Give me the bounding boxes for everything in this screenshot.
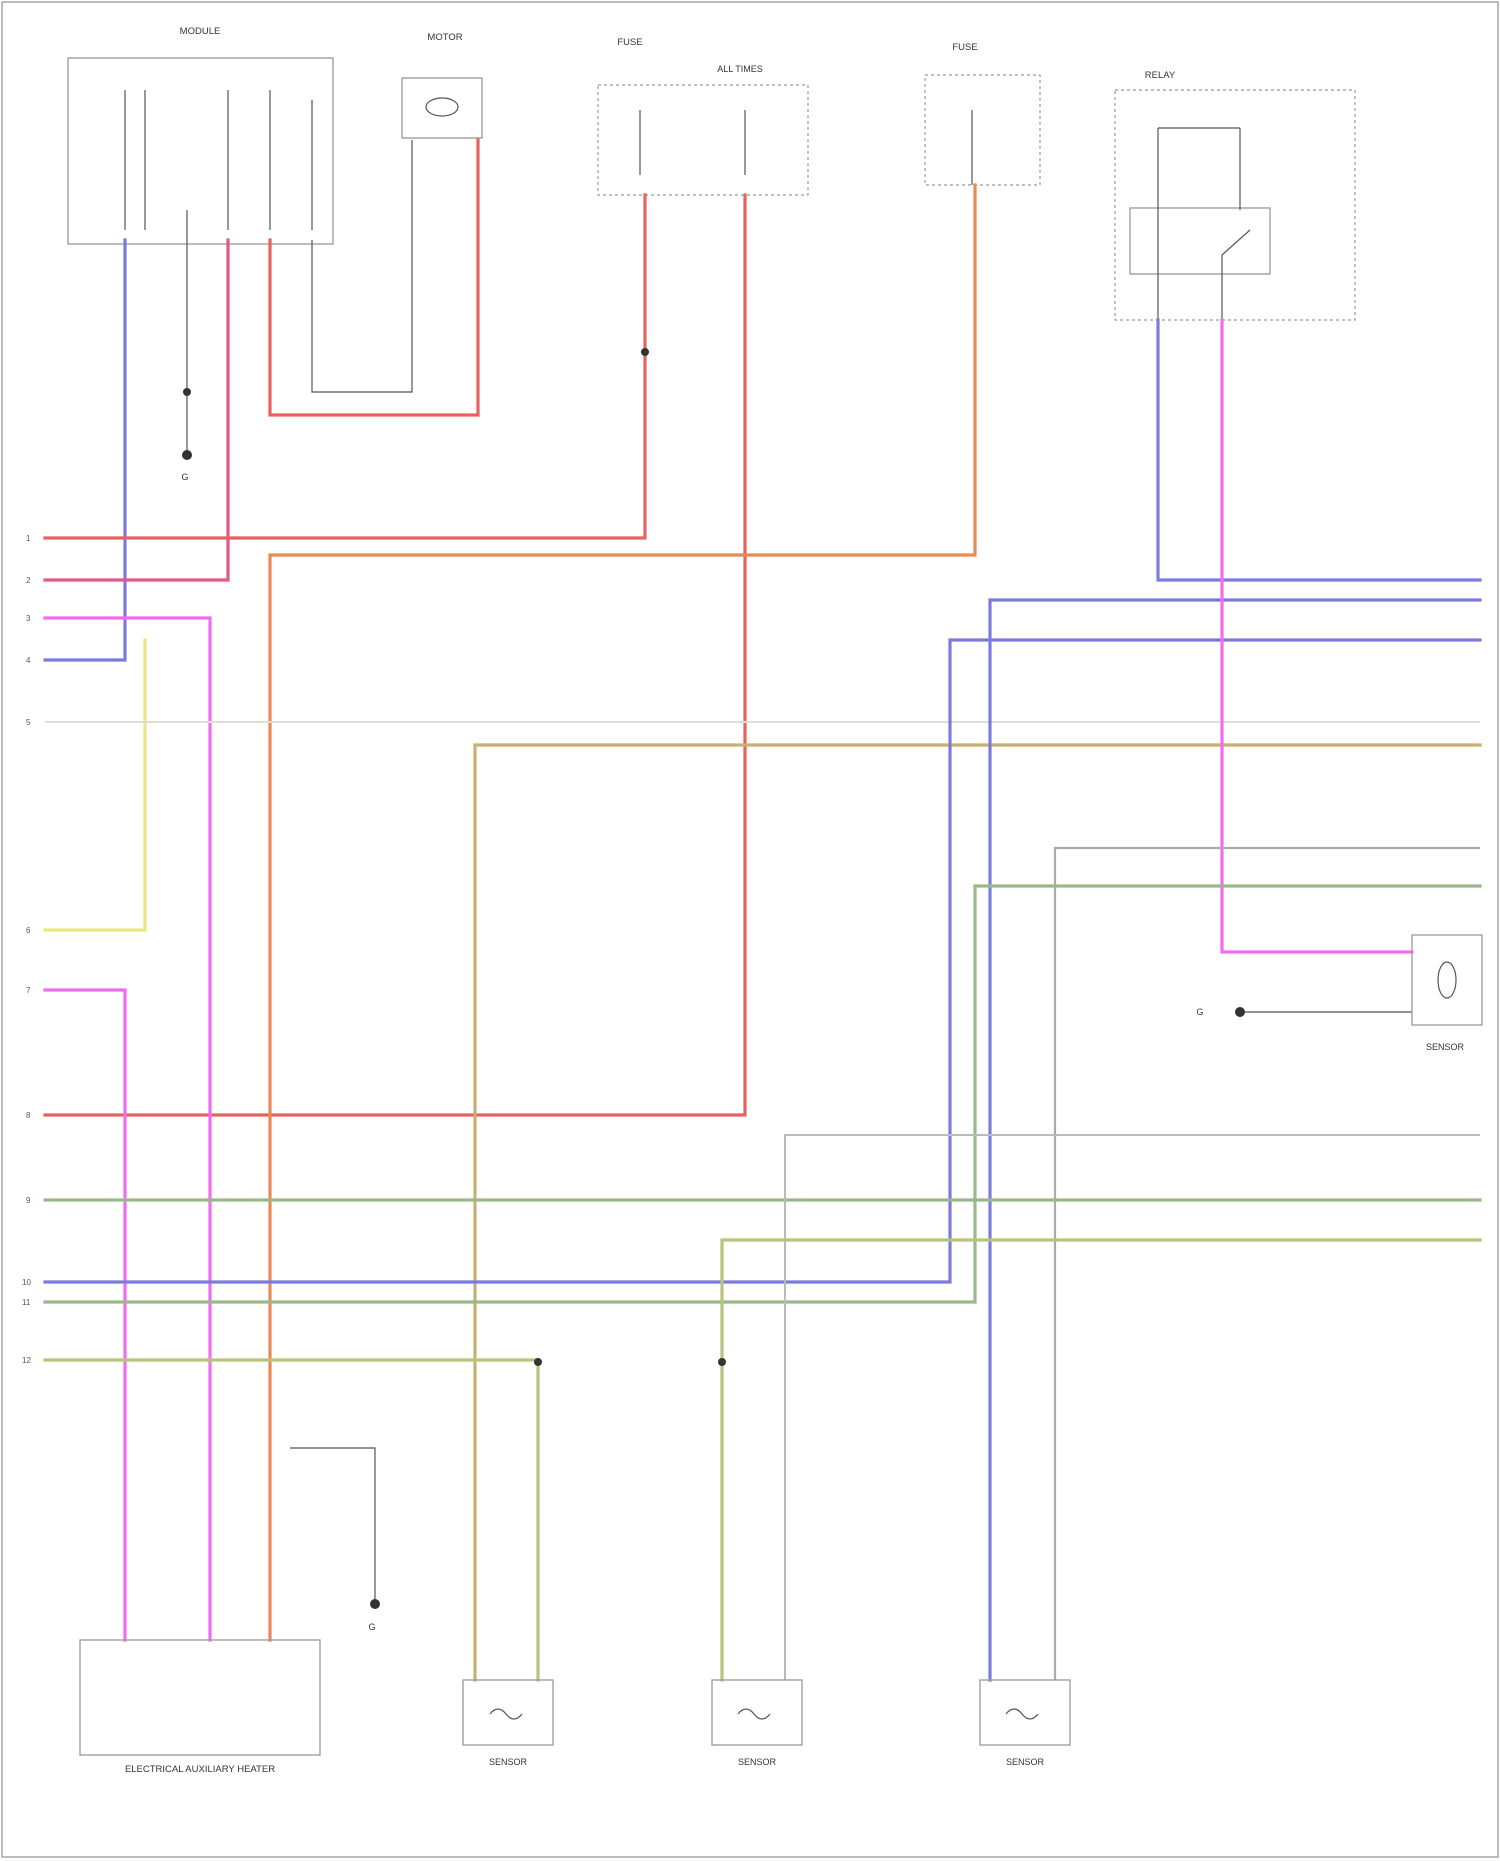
fuse-block-center: FUSE ALL TIMES bbox=[598, 37, 808, 195]
pin-label: 1 bbox=[26, 534, 31, 543]
wire-heater-ground bbox=[290, 1448, 375, 1600]
fuse-block-right: FUSE bbox=[925, 42, 1040, 185]
fuse-center-label: FUSE bbox=[617, 37, 642, 48]
control-module-label: MODULE bbox=[180, 26, 221, 37]
relay-label: RELAY bbox=[1145, 70, 1176, 81]
wire-red-pin1 bbox=[45, 195, 645, 538]
ground-dot bbox=[182, 450, 192, 460]
ground-mid-label: G bbox=[1196, 1007, 1203, 1017]
fuse-center-sublabel: ALL TIMES bbox=[717, 64, 763, 74]
wire-orange-heater bbox=[270, 185, 975, 1640]
left-pin-numbers: 1 2 3 4 5 6 7 8 9 10 11 12 bbox=[22, 534, 31, 1365]
blower-motor: MOTOR bbox=[402, 32, 482, 138]
pin-label: 6 bbox=[26, 926, 31, 935]
wire-blue-pin10 bbox=[45, 640, 1480, 1282]
wire-gray-motor bbox=[312, 140, 412, 392]
pin-label: 7 bbox=[26, 986, 31, 995]
wire-olive-pin12 bbox=[45, 1360, 538, 1680]
sensor1-label: SENSOR bbox=[489, 1757, 528, 1767]
sensor-right-label: SENSOR bbox=[1426, 1042, 1465, 1052]
sensor-3: SENSOR bbox=[980, 1680, 1070, 1767]
wire-magenta-relay bbox=[1222, 320, 1412, 952]
heater-label: ELECTRICAL AUXILIARY HEATER bbox=[125, 1764, 275, 1775]
wire-blue-sensor3 bbox=[990, 600, 1480, 1680]
wire-olive-sensor2 bbox=[722, 1240, 1480, 1680]
pin-label: 12 bbox=[22, 1356, 31, 1365]
pin-label: 2 bbox=[26, 576, 31, 585]
splice-dot bbox=[718, 1358, 726, 1366]
wire-gray-sensor2 bbox=[785, 1135, 1480, 1680]
sensor2-label: SENSOR bbox=[738, 1757, 777, 1767]
ground-bottom-label: G bbox=[368, 1622, 375, 1632]
pin-label: 11 bbox=[22, 1298, 31, 1307]
blower-motor-label: MOTOR bbox=[427, 32, 462, 43]
pin-label: 9 bbox=[26, 1196, 31, 1205]
ground-dot bbox=[370, 1599, 380, 1609]
wire-blue-relay bbox=[1158, 320, 1480, 580]
wire-yellow bbox=[45, 640, 145, 930]
pin-label: 4 bbox=[26, 656, 31, 665]
pin-label: 3 bbox=[26, 614, 31, 623]
relay-block: RELAY bbox=[1115, 70, 1355, 320]
pin-label: 8 bbox=[26, 1111, 31, 1120]
wire-magenta-pin3 bbox=[45, 618, 210, 1640]
sensor-2: SENSOR bbox=[712, 1680, 802, 1767]
splice-dot bbox=[534, 1358, 542, 1366]
fuse-right-label: FUSE bbox=[952, 42, 977, 53]
wire-pink-pin2 bbox=[45, 240, 228, 580]
pin-label: 10 bbox=[22, 1278, 31, 1287]
splice-dot bbox=[183, 388, 191, 396]
auxiliary-heater: ELECTRICAL AUXILIARY HEATER bbox=[80, 1640, 320, 1775]
wire-red-motor bbox=[270, 140, 478, 415]
sensor-1: SENSOR bbox=[463, 1680, 553, 1767]
wire-gray-sensor3 bbox=[1055, 848, 1480, 1680]
ground-left-label: G bbox=[181, 472, 188, 482]
sensor-right: SENSOR bbox=[1412, 935, 1482, 1052]
wire-red-pin8 bbox=[45, 195, 745, 1115]
splice-dot bbox=[641, 348, 649, 356]
pin-label: 5 bbox=[26, 718, 31, 727]
sensor3-label: SENSOR bbox=[1006, 1757, 1045, 1767]
wire-magenta-pin7 bbox=[45, 990, 125, 1640]
control-module: MODULE bbox=[68, 26, 333, 244]
ground-dot bbox=[1235, 1007, 1245, 1017]
wire-blue-left bbox=[45, 240, 125, 660]
